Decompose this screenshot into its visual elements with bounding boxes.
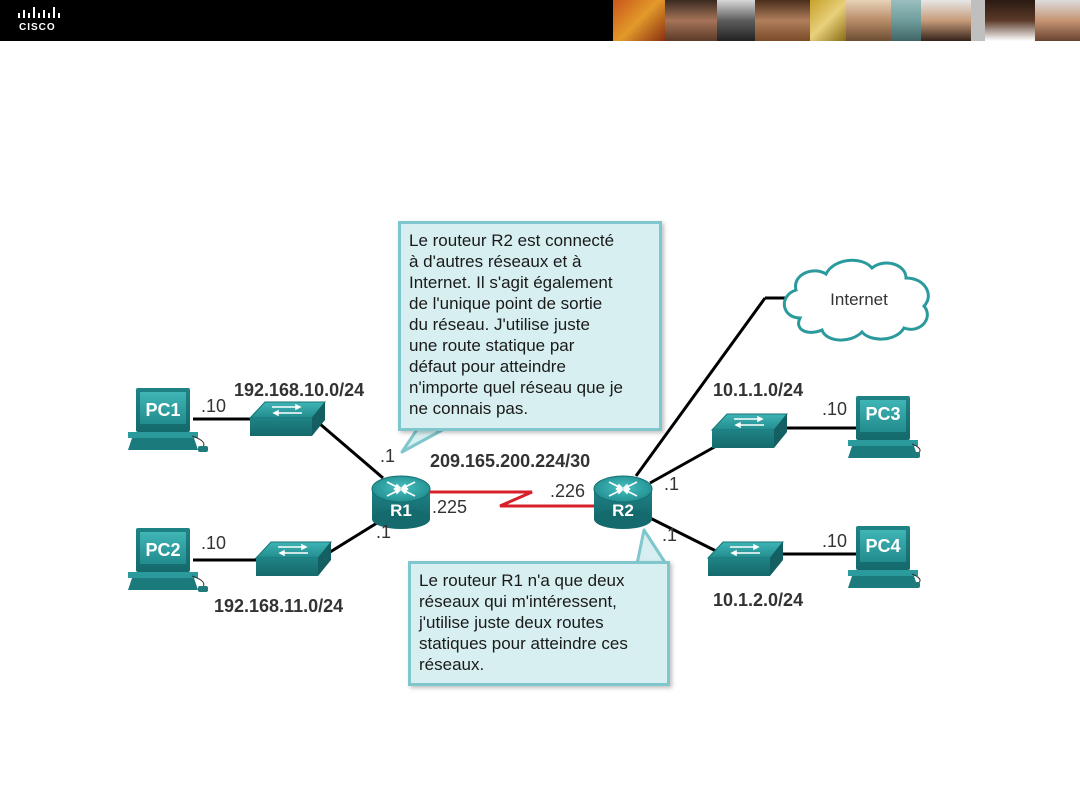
header-bar: CISCO: [0, 0, 1080, 41]
network-lan3-label: 10.1.1.0/24: [713, 380, 803, 400]
photo-tile: [846, 0, 891, 41]
pc1-host-label: .10: [201, 396, 226, 416]
switch-lan2: [254, 541, 333, 576]
link-switch1-r1: [319, 422, 384, 480]
link-r2-switch4: [649, 516, 719, 554]
callout-top-line: du réseau. J'utilise juste: [409, 315, 590, 334]
r1-g0-ip: .1: [380, 446, 395, 466]
network-lan4-label: 10.1.2.0/24: [713, 590, 803, 610]
pc4-host-label: .10: [822, 531, 847, 551]
network-lan2-label: 192.168.11.0/24: [214, 596, 343, 616]
callout-top-line: Le routeur R2 est connecté: [409, 231, 615, 250]
photo-tile: [921, 0, 971, 41]
link-r2-switch3: [649, 443, 719, 485]
serial-link: [428, 490, 597, 508]
callout-top-line: une route statique par: [409, 336, 575, 355]
callout-bottom-line: j'utilise juste deux routes: [419, 613, 604, 632]
link-r2-internet: [634, 297, 767, 477]
pc4: PC4: [848, 526, 921, 588]
router-r2: R2: [593, 475, 653, 529]
r2-serial-ip: .226: [550, 481, 585, 501]
cisco-logo: [18, 7, 60, 18]
pc1-label: PC1: [145, 400, 180, 420]
router-r2-label: R2: [612, 501, 634, 520]
r1-serial-ip: .225: [432, 497, 467, 517]
photo-tile: [755, 0, 810, 41]
switch-lan4: [706, 541, 785, 576]
brand-name: CISCO: [19, 22, 56, 33]
router-r1: R1: [371, 475, 431, 529]
callout-bottom-line: réseaux.: [419, 655, 485, 674]
network-serial-label: 209.165.200.224/30: [430, 451, 590, 471]
network-lan1-label: 192.168.10.0/24: [234, 380, 364, 400]
pc2-host-label: .10: [201, 533, 226, 553]
photo-tile: [717, 0, 755, 41]
callout-bottom-line: statiques pour atteindre ces: [419, 634, 628, 653]
pc3: PC3: [848, 396, 921, 458]
internet-cloud: Internet: [783, 258, 930, 342]
photo-tile: [985, 0, 1035, 41]
callout-bottom: Le routeur R1 n'a que deux réseaux qui m…: [408, 561, 670, 686]
pc4-label: PC4: [865, 536, 900, 556]
pc2: PC2: [128, 528, 208, 592]
callout-top-line: de l'unique point de sortie: [409, 294, 603, 313]
pc2-label: PC2: [145, 540, 180, 560]
photo-strip: [613, 0, 1080, 41]
switch-lan1: [248, 401, 327, 436]
photo-tile: [1035, 0, 1080, 41]
photo-tile: [810, 0, 846, 41]
callout-bottom-line: réseaux qui m'intéressent,: [419, 592, 617, 611]
r2-g0-ip: .1: [664, 474, 679, 494]
photo-tile: [891, 0, 921, 41]
callout-top-line: à d'autres réseaux et à: [409, 252, 582, 271]
switch-lan3: [710, 413, 789, 448]
pc3-label: PC3: [865, 404, 900, 424]
callout-top: Le routeur R2 est connecté à d'autres ré…: [398, 221, 662, 431]
pc3-host-label: .10: [822, 399, 847, 419]
router-r1-label: R1: [390, 501, 412, 520]
r1-g1-ip: .1: [376, 522, 391, 542]
callout-top-line: Internet. Il s'agit également: [409, 273, 613, 292]
photo-tile: [613, 0, 665, 41]
network-links: [193, 296, 858, 562]
photo-tile: [665, 0, 717, 41]
pc1: PC1: [128, 388, 208, 452]
callout-top-pointer: [400, 426, 448, 454]
callout-top-line: défaut pour atteindre: [409, 357, 566, 376]
r2-g1-ip: .1: [662, 525, 677, 545]
callout-bottom-line: Le routeur R1 n'a que deux: [419, 571, 625, 590]
callout-top-line: n'importe quel réseau que je: [409, 378, 623, 397]
callout-top-line: ne connais pas.: [409, 399, 529, 418]
photo-tile: [971, 0, 985, 41]
link-switch2-r1: [321, 516, 386, 559]
internet-label: Internet: [830, 290, 888, 309]
